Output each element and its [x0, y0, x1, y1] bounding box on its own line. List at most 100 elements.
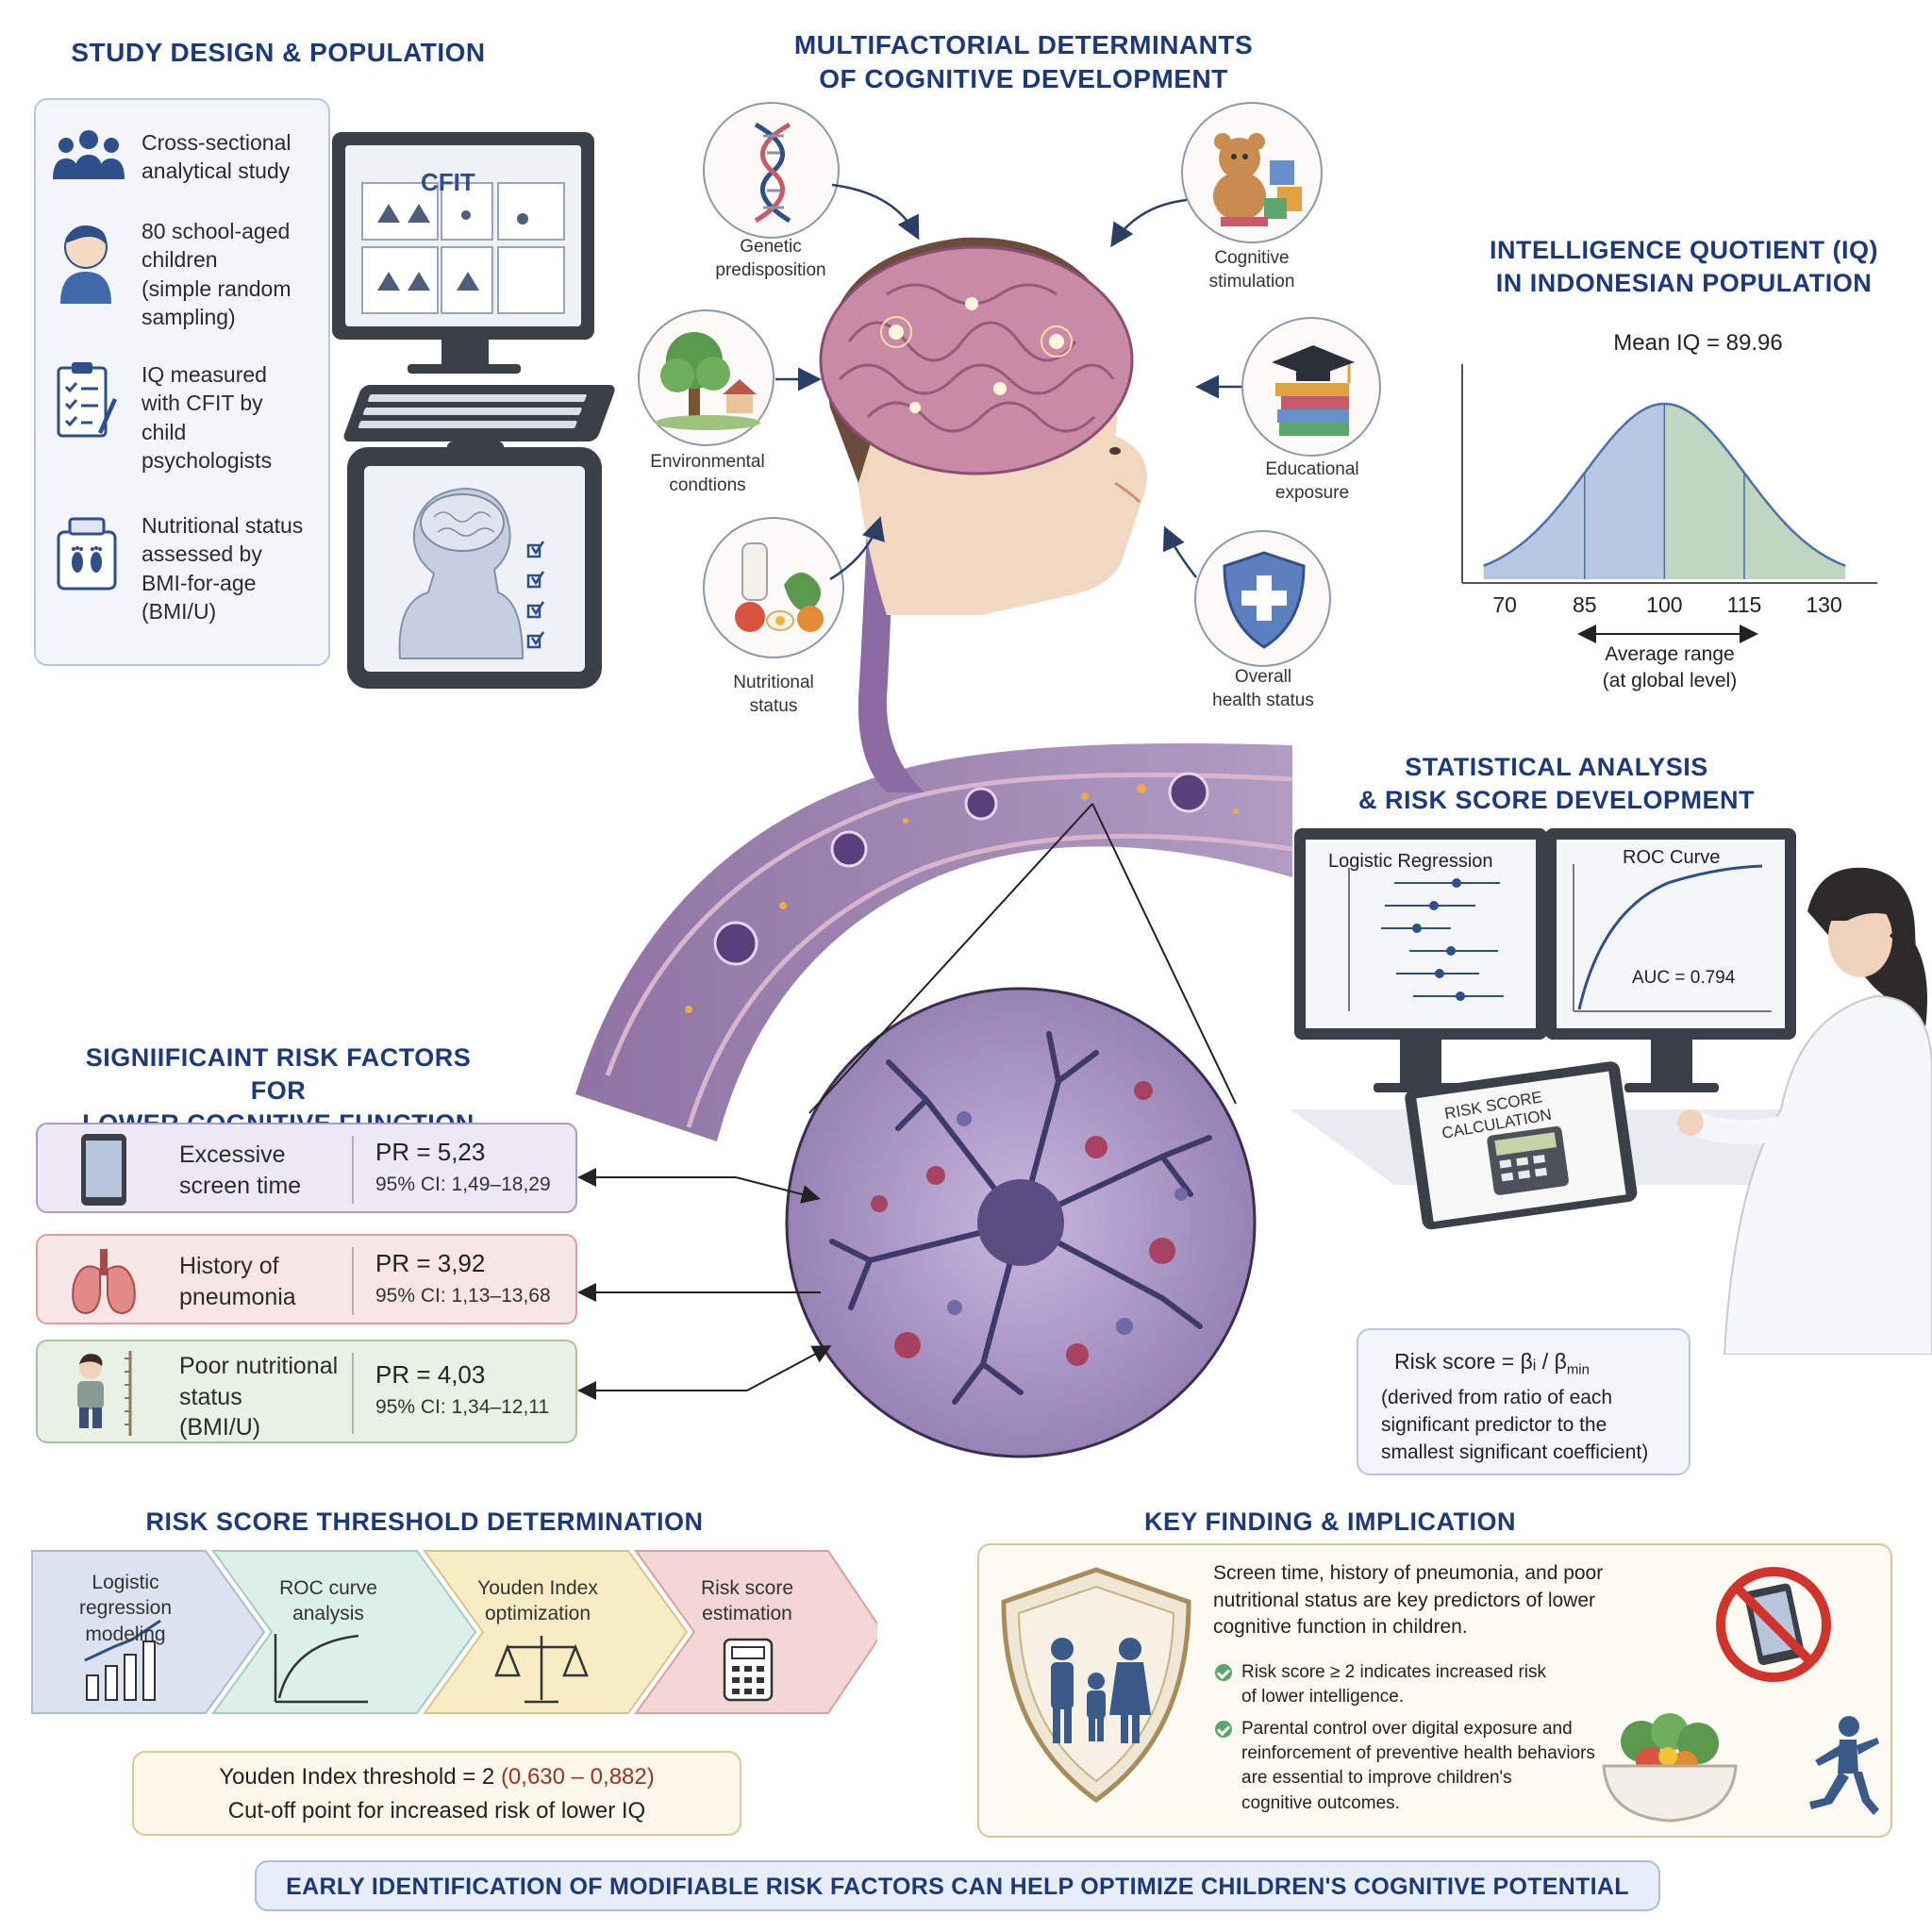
youden-panel: Youden Index threshold = 2 (0,630 – 0,88…	[132, 1751, 741, 1836]
risk-factor-screen-time: Excessive screen time PR = 5,23 95% CI: …	[36, 1123, 577, 1213]
health-circle	[1194, 530, 1331, 667]
child-icon	[60, 225, 111, 304]
salad-bowl-icon	[1602, 1713, 1738, 1823]
environmental-circle	[638, 309, 774, 446]
iq-bell-curve	[1461, 364, 1877, 584]
teddy-bear-icon	[1213, 133, 1302, 226]
iq-x-ticks: 70 85 100 115 130	[1453, 592, 1887, 621]
step-roc-label: ROC curve analysis	[279, 1577, 377, 1625]
youden-cutoff: Cut-off point for increased risk of lowe…	[227, 1798, 646, 1824]
threshold-title: RISK SCORE THRESHOLD DETERMINATION	[145, 1507, 704, 1536]
running-child-icon	[1809, 1716, 1879, 1815]
balance-scale-icon	[494, 1636, 589, 1704]
cognitive-label: Cognitive stimulation	[1208, 248, 1295, 291]
genetic-label: Genetic predisposition	[715, 237, 826, 280]
determinant-arrows	[775, 183, 1241, 581]
key-finding-bullet-2: Parental control over digital exposure a…	[1241, 1719, 1595, 1813]
key-finding-panel: Screen time, history of pneumonia, and p…	[977, 1543, 1892, 1838]
check-icon	[1215, 1664, 1232, 1681]
shield-cross-icon	[1223, 551, 1306, 649]
cognitive-circle	[1181, 102, 1323, 243]
shield-family-icon	[1001, 1567, 1191, 1804]
threshold-steps	[31, 1550, 877, 1714]
study-design-text-3: IQ measured with CFIT by child psycholog…	[142, 362, 273, 474]
iq-title: INTELLIGENCE QUOTIENT (IQ) IN INDONESIAN…	[1490, 236, 1878, 298]
health-label: Overall health status	[1212, 667, 1314, 710]
iq-range-label: Average range (at global level)	[1602, 643, 1738, 692]
step-youden-label: Youden Index optimization	[477, 1577, 598, 1625]
study-design-title: STUDY DESIGN & POPULATION	[71, 38, 486, 67]
child-head-brain-illustration	[819, 237, 1147, 615]
lungs-icon	[72, 1249, 136, 1315]
risk-factor-pr: PR = 4,03	[375, 1360, 486, 1389]
bar-chart-icon	[84, 1619, 161, 1701]
risk-factor-ci: 95% CI: 1,34–12,11	[375, 1396, 550, 1418]
dna-icon	[754, 122, 791, 224]
iq-curve-left-area	[1483, 404, 1665, 579]
auc-label: AUC = 0.794	[1632, 968, 1736, 988]
nutritional-circle	[703, 517, 844, 658]
study-design-text-2: 80 school-aged children (simple random s…	[142, 219, 291, 330]
iq-tick-label: 85	[1572, 592, 1597, 617]
books-graduation-icon	[1272, 345, 1355, 436]
scale-icon	[57, 517, 117, 591]
tree-icon	[655, 332, 760, 430]
iq-tick-label: 70	[1492, 592, 1517, 617]
determinants-title: MULTIFACTORIAL DETERMINANTS OF COGNITIVE…	[793, 30, 1254, 94]
iq-tick-label: 115	[1726, 592, 1762, 617]
risk-factor-ci: 95% CI: 1,13–13,68	[375, 1285, 551, 1307]
risk-factor-ci: 95% CI: 1,49–18,29	[375, 1174, 551, 1195]
key-finding-main: Screen time, history of pneumonia, and p…	[1213, 1562, 1604, 1639]
risk-factor-label: Poor nutritional status (BMI/U)	[179, 1353, 339, 1441]
calculator-icon	[723, 1638, 774, 1702]
roc-curve-icon	[274, 1634, 368, 1704]
cfit-monitor-illustration	[332, 132, 615, 441]
step-risk-label: Risk score estimation	[700, 1577, 794, 1625]
iq-range-arrow	[1577, 625, 1758, 643]
iq-mean-label: Mean IQ = 89.96	[1613, 330, 1783, 356]
risk-factor-divider	[352, 1353, 354, 1434]
no-tablet-icon	[1716, 1567, 1831, 1682]
iq-tick-label: 100	[1646, 592, 1683, 617]
clipboard-icon	[57, 362, 117, 438]
bottom-banner: EARLY IDENTIFICATION OF MODIFIABLE RISK …	[255, 1860, 1660, 1911]
educational-circle	[1241, 317, 1381, 457]
key-finding-title: KEY FINDING & IMPLICATION	[1143, 1507, 1516, 1536]
stats-workstation-illustration	[1291, 828, 1932, 1355]
risk-factor-pneumonia: History of pneumonia PR = 3,92 95% CI: 1…	[36, 1234, 577, 1324]
study-design-panel: Cross-sectional analytical study 80 scho…	[34, 98, 330, 666]
tablet-icon	[81, 1134, 126, 1206]
study-design-text-1: Cross-sectional analytical study	[142, 130, 291, 184]
environmental-label: Environmental condtions	[650, 452, 765, 495]
iq-curve-right-area	[1664, 404, 1846, 579]
group-icon	[53, 130, 125, 179]
key-finding-bullet-1: Risk score ≥ 2 indicates increased risk …	[1241, 1662, 1546, 1707]
roc-curve-label: ROC Curve	[1623, 847, 1721, 868]
child-measure-icon	[77, 1351, 132, 1436]
genetic-circle	[703, 102, 840, 239]
study-design-text-4: Nutritional status assessed by BMI-for-a…	[142, 513, 304, 625]
nutritional-label: Nutritional status	[733, 673, 814, 716]
bottom-banner-text: EARLY IDENTIFICATION OF MODIFIABLE RISK …	[286, 1874, 1629, 1900]
risk-factor-nutrition: Poor nutritional status (BMI/U) PR = 4,0…	[36, 1340, 577, 1443]
risk-score-formula-note: (derived from ratio of each significant …	[1381, 1387, 1649, 1463]
risk-factor-divider	[352, 1247, 354, 1315]
check-icon	[1215, 1721, 1232, 1738]
stats-title: STATISTICAL ANALYSIS & RISK SCORE DEVELO…	[1357, 753, 1756, 815]
risk-factor-pr: PR = 5,23	[375, 1138, 486, 1166]
risk-score-formula-panel: Risk score = βᵢ / βmin (derived from rat…	[1357, 1328, 1690, 1475]
youden-threshold: Youden Index threshold = 2 (0,630 – 0,88…	[219, 1764, 655, 1790]
risk-factor-pr: PR = 3,92	[375, 1249, 486, 1277]
iq-tick-label: 130	[1806, 592, 1842, 617]
risk-factor-label: History of pneumonia	[179, 1253, 296, 1310]
educational-label: Educational exposure	[1265, 459, 1359, 503]
logistic-regression-label: Logistic Regression	[1328, 851, 1493, 872]
risk-factor-label: Excessive screen time	[179, 1141, 302, 1199]
step-logistic-label: Logistic regression modeling	[78, 1572, 173, 1645]
neuron-zoom-illustration	[785, 987, 1257, 1458]
risk-factor-divider	[352, 1136, 354, 1204]
tablet-brain-illustration	[347, 441, 602, 689]
cfit-label: CFIT	[421, 168, 475, 196]
risk-score-formula: Risk score = βᵢ / βmin	[1394, 1349, 1590, 1378]
